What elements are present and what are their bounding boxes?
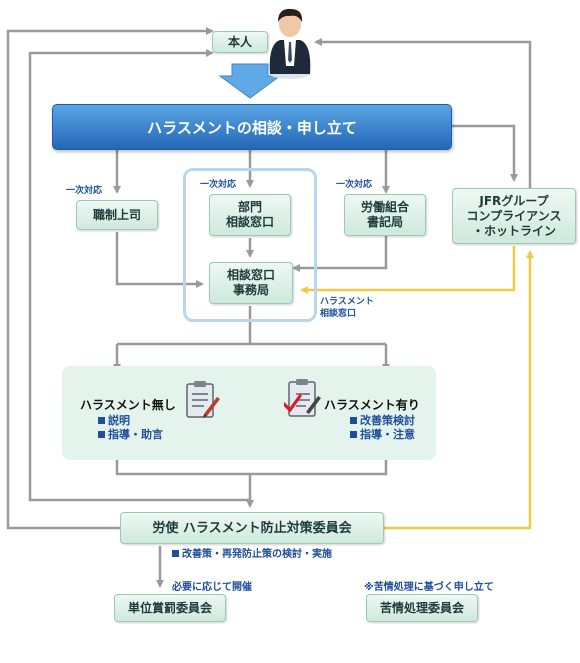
person-label: 本人 xyxy=(212,31,268,53)
harassment-found-item-2: 指導・注意 xyxy=(350,428,415,441)
harassment-found-item-1: 改善策検討 xyxy=(350,414,415,427)
grievance-committee-node: 苦情処理委員会 xyxy=(366,594,478,622)
complaint-note: ※苦情処理に基づく申し立て xyxy=(364,582,494,593)
person-figure xyxy=(262,4,320,80)
first-response-label-department: 一次対応 xyxy=(200,180,237,190)
committee-action-note: 改善策・再発防止策の検討・実施 xyxy=(172,548,332,561)
no-harassment-title: ハラスメント無し xyxy=(80,398,176,412)
no-harassment-item-2: 指導・助言 xyxy=(98,428,163,441)
first-response-label-union: 一次対応 xyxy=(336,180,373,190)
harassment-found-title: ハラスメント有り xyxy=(324,398,420,412)
union-office-node: 労働組合 書記局 xyxy=(344,194,426,236)
prevention-committee-node: 労使 ハラスメント防止対策委員会 xyxy=(120,512,384,544)
clipboard-icon xyxy=(184,380,220,420)
no-harassment-item-1: 説明 xyxy=(98,414,130,427)
consultation-banner: ハラスメントの相談・申し立て xyxy=(52,104,452,150)
first-response-label-supervisor: 一次対応 xyxy=(66,186,103,196)
supervisor-node: 職制上司 xyxy=(76,200,158,230)
hotline-note: ハラスメント 相談窓口 xyxy=(320,297,374,319)
checked-clipboard-icon xyxy=(282,378,322,420)
department-consultation-node: 部門 相談窓口 xyxy=(209,194,291,236)
disciplinary-committee-node: 単位賞罰委員会 xyxy=(114,594,226,622)
if-needed-note: 必要に応じて開催 xyxy=(172,582,252,593)
department-group-outline xyxy=(183,168,317,322)
secretariat-node: 相談窓口 事務局 xyxy=(209,262,293,304)
person-icon xyxy=(269,8,311,79)
results-panel xyxy=(62,366,436,460)
hotline-node: JFRグループ コンプライアンス ・ホットライン xyxy=(452,188,576,244)
